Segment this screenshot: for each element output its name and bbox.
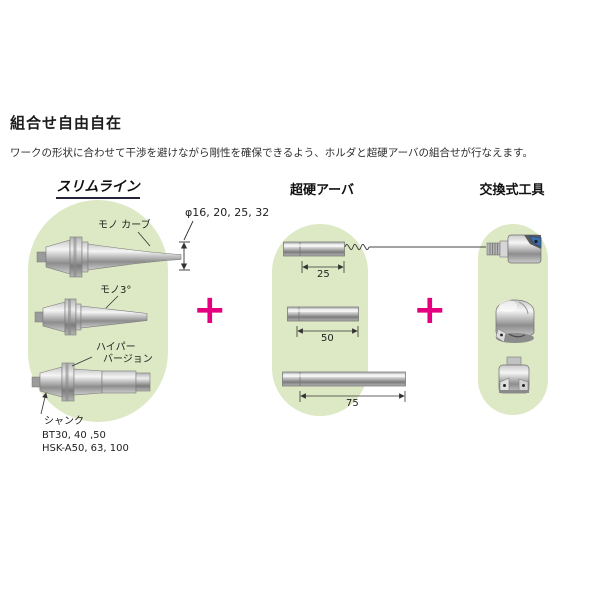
holder-mono-curve-label: モノ カーブ — [98, 220, 151, 231]
cutter-small-endmill-illustration — [498, 356, 530, 394]
page-description: ワークの形状に合わせて干渉を避けながら剛性を確保できるよう、ホルダと超硬アーバの… — [10, 147, 534, 159]
header-exchange-tools: 交換式工具 — [479, 183, 545, 198]
arbor-25-illustration — [283, 241, 345, 257]
header-carbide-arbor: 超硬アーバ — [289, 183, 355, 198]
arbor-dim-25: 25 — [317, 269, 330, 280]
arbor-dim-50: 50 — [321, 333, 334, 344]
cutter-insert-endmill-illustration — [486, 234, 542, 264]
header-slimline: スリムライン — [42, 176, 154, 199]
holder-mono-3deg-label: モノ3° — [100, 285, 132, 296]
plus-sign-1: + — [193, 287, 227, 333]
screw-connector-line — [344, 243, 486, 251]
arbor-75-illustration — [282, 371, 406, 387]
shank-note-title: シャンク — [44, 416, 84, 427]
diameter-note: φ16, 20, 25, 32 — [185, 206, 270, 219]
holder-hyper-label: ハイパー バージョン — [96, 342, 153, 366]
arbor-dim-75: 75 — [346, 398, 359, 409]
holder-hyper-label-line1: ハイパー — [96, 342, 136, 353]
shank-note-line2: HSK-A50, 63, 100 — [42, 443, 129, 454]
holder-hyper-version-illustration — [31, 362, 151, 402]
holder-mono-curve-illustration — [36, 236, 182, 278]
holder-hyper-label-line2: バージョン — [103, 354, 153, 365]
cutter-round-insert-illustration — [495, 299, 535, 343]
arbor-50-illustration — [287, 306, 359, 322]
shank-note-line1: BT30, 40 ,50 — [42, 430, 106, 441]
slimline-logo: スリムライン — [56, 176, 140, 199]
page-title: 組合せ自由自在 — [10, 114, 123, 132]
plus-sign-2: + — [413, 287, 447, 333]
holder-mono-3deg-illustration — [34, 298, 148, 336]
